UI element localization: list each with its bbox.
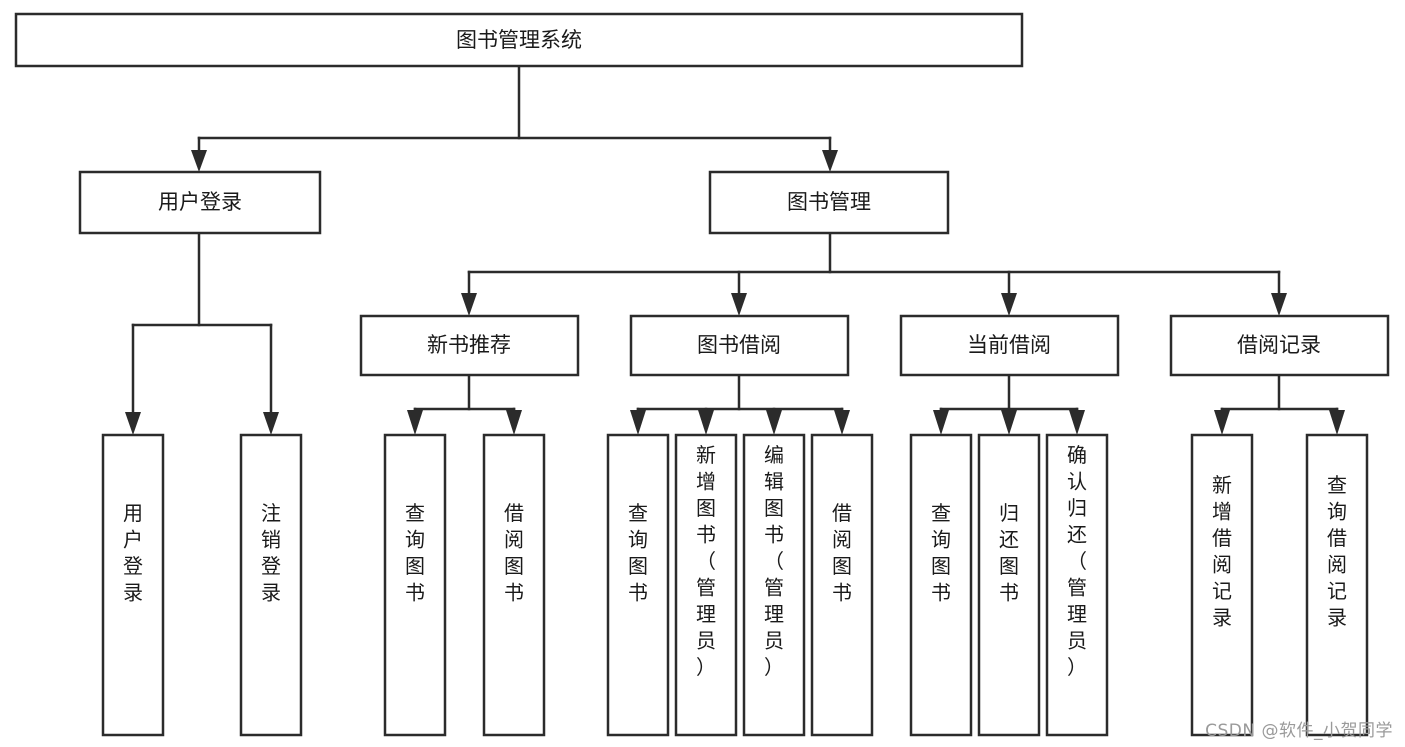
node-book-manage-label: 图书管理 — [787, 190, 871, 214]
leaf-query-book-3-label: 查询图书 — [931, 501, 951, 605]
leaf-borrow-book-2-box[interactable] — [810, 433, 874, 737]
node-current-borrow-box[interactable] — [899, 314, 1120, 377]
node-book-manage[interactable]: 图书管理 — [708, 170, 950, 235]
node-new-book-recommend[interactable]: 新书推荐 — [359, 314, 580, 377]
leaf-node-borrow-book-1[interactable]: 借阅图书 — [482, 433, 546, 737]
leaf-node-query-record[interactable]: 查询借阅记录 — [1305, 433, 1369, 737]
leaf-add-record-box[interactable] — [1190, 433, 1254, 737]
leaf-borrow-book-1-label: 借阅图书 — [504, 501, 524, 605]
arrow-head-icon-current-borrow — [1001, 293, 1017, 316]
leaf-node-logout[interactable]: 注销登录 — [239, 433, 303, 737]
node-user-login-label: 用户登录 — [158, 190, 242, 214]
arrow-head-icon-new-book-recommend — [461, 293, 477, 316]
leaf-node-query-book-1[interactable]: 查询图书 — [383, 433, 447, 737]
leaf-edit-book-label: 编辑图书（管理员） — [764, 443, 784, 679]
connector-group-new-book-recommend — [407, 373, 522, 435]
arrow-head-icon-leaf-query-record — [1329, 410, 1345, 435]
node-new-book-recommend-box[interactable] — [359, 314, 580, 377]
arrow-head-icon-book-borrow — [731, 293, 747, 316]
arrow-head-icon-leaf-query-book-1 — [407, 410, 423, 435]
connector-group-book-borrow — [630, 373, 850, 435]
node-borrow-record-box[interactable] — [1169, 314, 1390, 377]
node-current-borrow[interactable]: 当前借阅 — [899, 314, 1120, 377]
leaf-node-add-book[interactable]: 新增图书（管理员） — [674, 433, 738, 737]
node-borrow-record[interactable]: 借阅记录 — [1169, 314, 1390, 377]
leaf-confirm-return-label: 确认归还（管理员） — [1067, 443, 1087, 679]
arrow-head-icon-leaf-query-book-3 — [933, 410, 949, 435]
node-book-borrow[interactable]: 图书借阅 — [629, 314, 850, 377]
arrow-head-icon-leaf-borrow-book-1 — [506, 410, 522, 435]
arrow-head-icon-leaf-borrow-book-2 — [834, 410, 850, 435]
leaf-query-book-2-label: 查询图书 — [628, 501, 648, 605]
arrow-head-icon-borrow-record — [1271, 293, 1287, 316]
node-root-box[interactable] — [14, 12, 1024, 68]
leaf-query-book-2-box[interactable] — [606, 433, 670, 737]
leaf-query-book-1-box[interactable] — [383, 433, 447, 737]
arrow-head-icon-leaf-user-login — [125, 412, 141, 435]
connector-group-user-login — [125, 231, 279, 435]
connector-group-root — [191, 64, 838, 172]
leaf-add-book-label: 新增图书（管理员） — [696, 443, 716, 679]
leaf-node-query-book-3[interactable]: 查询图书 — [909, 433, 973, 737]
node-current-borrow-label: 当前借阅 — [967, 333, 1051, 357]
arrow-head-icon-leaf-add-book — [698, 410, 714, 435]
connector-group-borrow-record — [1214, 373, 1345, 435]
leaf-node-confirm-return[interactable]: 确认归还（管理员） — [1045, 433, 1109, 737]
leaf-logout-box[interactable] — [239, 433, 303, 737]
leaf-borrow-book-2-label: 借阅图书 — [832, 501, 852, 605]
leaf-query-record-box[interactable] — [1305, 433, 1369, 737]
leaf-return-book-box[interactable] — [977, 433, 1041, 737]
node-user-login-box[interactable] — [78, 170, 322, 235]
connector-group-current-borrow — [933, 373, 1085, 435]
leaf-user-login-box[interactable] — [101, 433, 165, 737]
arrow-head-icon-book-manage — [822, 150, 838, 172]
leaf-logout-label: 注销登录 — [261, 501, 281, 605]
leaf-node-borrow-book-2[interactable]: 借阅图书 — [810, 433, 874, 737]
leaf-add-record-label: 新增借阅记录 — [1212, 473, 1232, 630]
leaf-node-edit-book[interactable]: 编辑图书（管理员） — [742, 433, 806, 737]
node-borrow-record-label: 借阅记录 — [1237, 333, 1321, 357]
leaf-user-login-label: 用户登录 — [123, 501, 143, 605]
node-root-label: 图书管理系统 — [456, 28, 582, 52]
leaf-node-user-login[interactable]: 用户登录 — [101, 433, 165, 737]
arrow-head-icon-leaf-edit-book — [766, 410, 782, 435]
leaf-borrow-book-1-box[interactable] — [482, 433, 546, 737]
leaf-query-record-label: 查询借阅记录 — [1327, 473, 1347, 630]
csdn-watermark: CSDN @软件_小贺同学 — [1205, 721, 1393, 741]
arrow-head-icon-leaf-confirm-return — [1069, 410, 1085, 435]
node-book-borrow-box[interactable] — [629, 314, 850, 377]
node-book-borrow-label: 图书借阅 — [697, 333, 781, 357]
arrow-head-icon-leaf-return-book — [1001, 410, 1017, 435]
leaf-query-book-3-box[interactable] — [909, 433, 973, 737]
arrow-head-icon-leaf-query-book-2 — [630, 410, 646, 435]
arrow-head-icon-user-login — [191, 150, 207, 172]
arrow-head-icon-leaf-logout — [263, 412, 279, 435]
leaf-return-book-label: 归还图书 — [999, 501, 1019, 605]
leaf-node-add-record[interactable]: 新增借阅记录 — [1190, 433, 1254, 737]
leaf-query-book-1-label: 查询图书 — [405, 501, 425, 605]
leaf-confirm-return-box[interactable] — [1045, 433, 1109, 737]
node-book-manage-box[interactable] — [708, 170, 950, 235]
leaf-node-return-book[interactable]: 归还图书 — [977, 433, 1041, 737]
leaf-add-book-box[interactable] — [674, 433, 738, 737]
arrow-head-icon-leaf-add-record — [1214, 410, 1230, 435]
node-root[interactable]: 图书管理系统 — [14, 12, 1024, 68]
connector-group-book-manage — [461, 231, 1287, 316]
leaf-node-query-book-2[interactable]: 查询图书 — [606, 433, 670, 737]
leaf-edit-book-box[interactable] — [742, 433, 806, 737]
node-new-book-recommend-label: 新书推荐 — [427, 333, 511, 357]
node-user-login[interactable]: 用户登录 — [78, 170, 322, 235]
